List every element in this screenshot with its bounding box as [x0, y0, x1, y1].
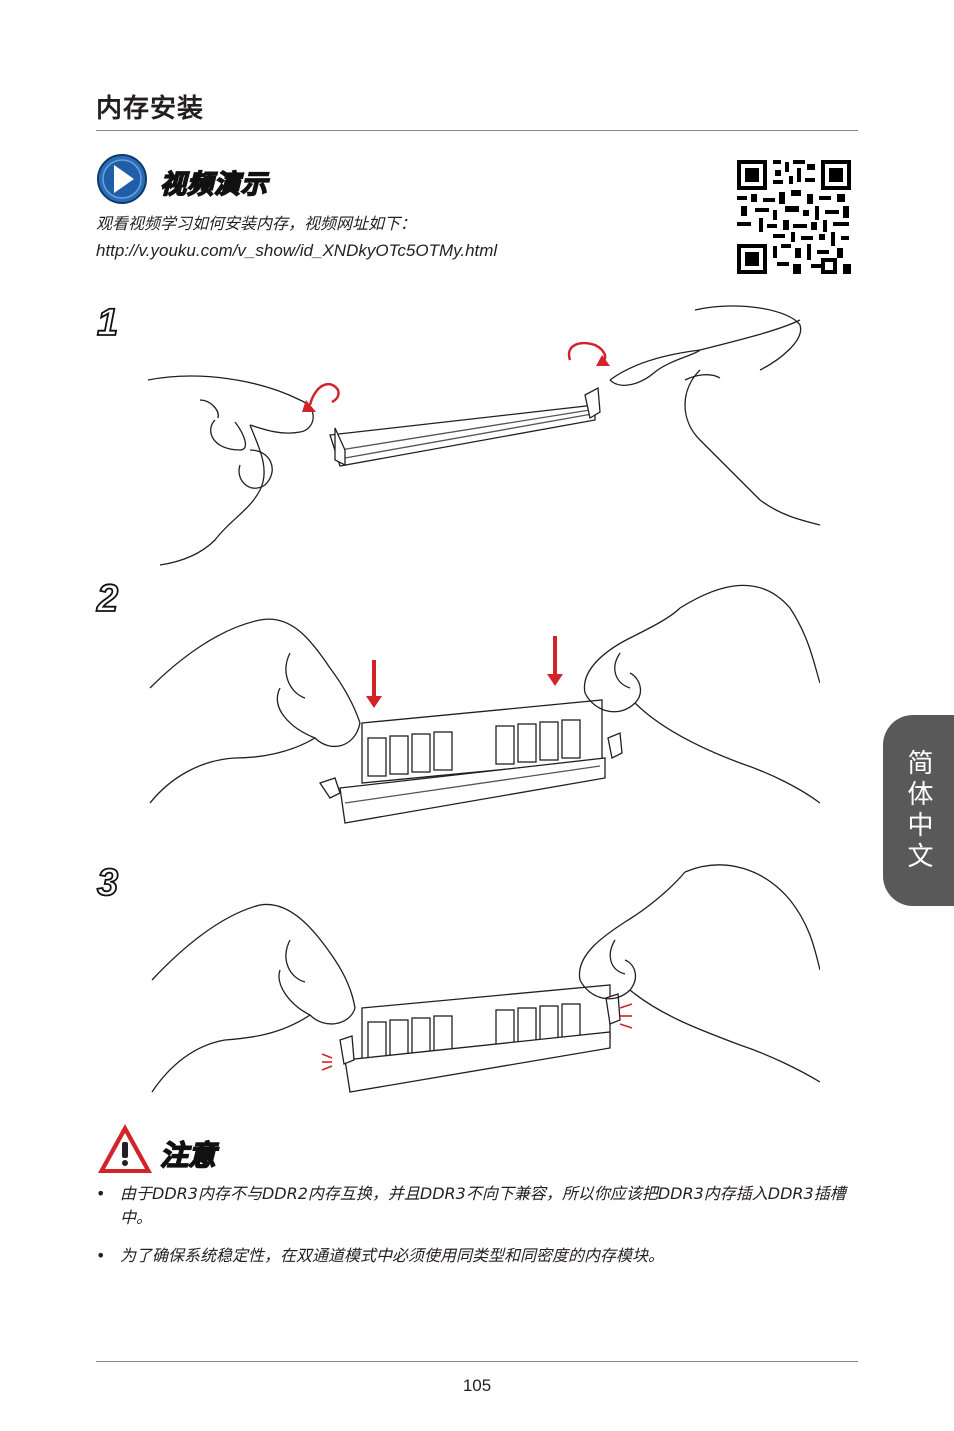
play-icon[interactable]: [94, 153, 152, 207]
language-tab-label: 简体中文: [883, 715, 954, 906]
step-2-illustration: [140, 578, 820, 828]
step-3-illustration: [140, 860, 820, 1100]
note-item-text: 为了确保系统稳定性，在双通道模式中必须使用同类型和同密度的内存模块。: [120, 1246, 664, 1265]
video-heading: 视频演示: [160, 164, 268, 201]
title-divider: [96, 130, 858, 131]
step-1-illustration: [140, 300, 820, 570]
step-number-1: 1: [97, 302, 118, 345]
page-number: 105: [0, 1376, 954, 1396]
page-title: 内存安装: [96, 88, 204, 125]
note-item-text: 由于DDR3内存不与DDR2内存互换，并且DDR3不向下兼容，所以你应该把DDR…: [120, 1184, 846, 1227]
qr-code-image: [737, 160, 851, 274]
video-description: 观看视频学习如何安装内存，视频网址如下：: [96, 210, 416, 234]
note-heading: 注意: [160, 1134, 216, 1174]
bullet-marker: •: [96, 1244, 105, 1268]
language-tab[interactable]: 简体中文: [883, 715, 954, 906]
list-item: • 由于DDR3内存不与DDR2内存互换，并且DDR3不向下兼容，所以你应该把D…: [96, 1182, 856, 1230]
video-url-link[interactable]: http://v.youku.com/v_show/id_XNDkyOTc5OT…: [96, 241, 497, 261]
bullet-marker: •: [96, 1182, 105, 1206]
step-number-3: 3: [97, 862, 118, 905]
footer-divider: [96, 1361, 858, 1362]
list-item: • 为了确保系统稳定性，在双通道模式中必须使用同类型和同密度的内存模块。: [96, 1244, 856, 1268]
warning-icon: [96, 1122, 154, 1176]
note-list: • 由于DDR3内存不与DDR2内存互换，并且DDR3不向下兼容，所以你应该把D…: [96, 1182, 856, 1282]
step-number-2: 2: [97, 578, 118, 621]
